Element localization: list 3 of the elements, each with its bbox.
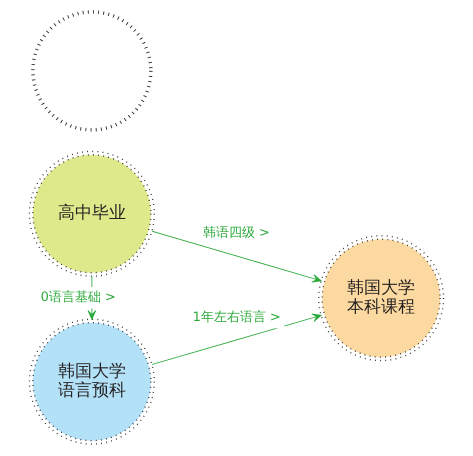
edge-label: 0语言基础 > [40,290,116,306]
edge-label: 1年左右语言 > [192,310,281,325]
edge-label: 韩语四级 > [202,226,270,241]
